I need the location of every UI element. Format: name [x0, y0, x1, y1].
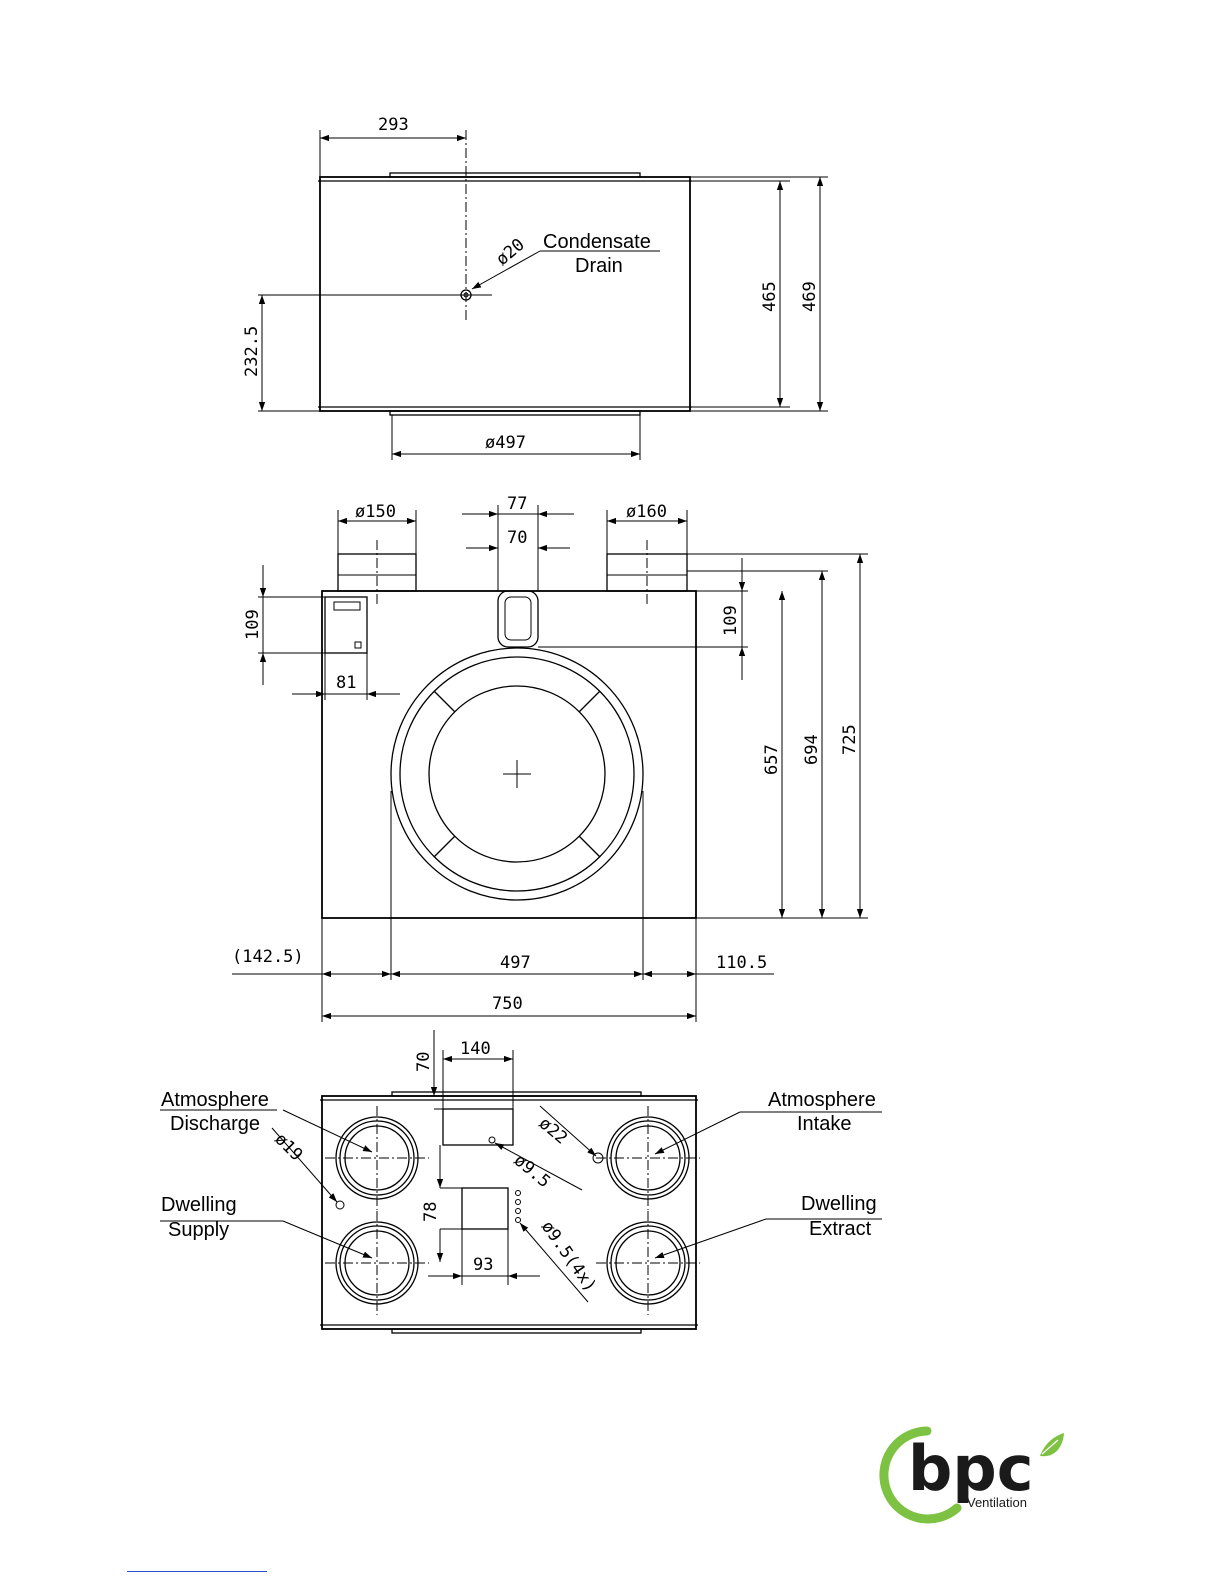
top-view-body — [320, 177, 690, 411]
dim-70-bottom: 70 — [414, 1052, 434, 1072]
front-handle — [498, 591, 538, 647]
dim-293: 293 — [378, 115, 409, 135]
dia-19: ø19 — [270, 1129, 306, 1165]
port-dwelling-supply — [325, 1211, 429, 1315]
dim-142-5: (142.5) — [232, 947, 304, 967]
hole-19 — [336, 1201, 344, 1209]
label-atmosphere-discharge-1: Atmosphere — [161, 1089, 269, 1111]
top-ring-bottom — [390, 411, 640, 415]
label-dwelling-supply-2: Supply — [168, 1219, 229, 1241]
label-atmosphere-intake-1: Atmosphere — [768, 1089, 876, 1111]
dim-109-left: 109 — [243, 609, 263, 640]
condensate-drain — [258, 130, 660, 320]
label-dwelling-supply-1: Dwelling — [161, 1194, 237, 1216]
dim-725: 725 — [840, 724, 860, 755]
heat-exchanger-ring — [391, 648, 643, 900]
dim-657: 657 — [762, 744, 782, 775]
front-view: ø150 ø160 77 70 109 81 109 — [232, 494, 868, 1022]
top-view: 293 232.5 465 469 ø497 ø20 Condensate Dr… — [242, 115, 828, 460]
drain-dia-20: ø20 — [492, 235, 528, 270]
dia-9-5-4x: ø9.5(4x) — [537, 1217, 600, 1296]
dim-spigot-160: ø160 — [626, 502, 667, 522]
label-atmosphere-intake-2: Intake — [797, 1113, 851, 1135]
label-drain: Drain — [575, 255, 623, 277]
dia-22: ø22 — [535, 1114, 571, 1149]
bottom-view: 70 140 78 93 ø22 ø9.5 ø9.5(4x) ø19 — [160, 1030, 882, 1333]
bpc-ventilation-logo: bpc Ventilation — [884, 1431, 1064, 1519]
dim-ring-497: ø497 — [485, 433, 526, 453]
footer-link-underline — [127, 1571, 267, 1572]
control-box — [325, 597, 367, 653]
dim-77: 77 — [507, 494, 527, 514]
label-atmosphere-discharge-2: Discharge — [170, 1113, 260, 1135]
logo-sub: Ventilation — [967, 1495, 1027, 1510]
dim-232-5: 232.5 — [242, 326, 262, 377]
dim-140: 140 — [460, 1039, 491, 1059]
dim-78: 78 — [421, 1202, 441, 1222]
dim-497-front: 497 — [500, 953, 531, 973]
dim-spigot-150: ø150 — [355, 502, 396, 522]
cable-holes — [516, 1191, 521, 1223]
label-dwelling-extract-2: Extract — [809, 1218, 872, 1240]
port-atmosphere-intake — [596, 1106, 700, 1210]
dim-70-handle: 70 — [507, 528, 527, 548]
bottom-plate-upper — [443, 1109, 513, 1145]
dim-93: 93 — [473, 1255, 493, 1275]
dim-110-5: 110.5 — [716, 953, 767, 973]
dim-465: 465 — [760, 281, 780, 312]
port-atmosphere-discharge — [325, 1106, 429, 1210]
dim-750: 750 — [492, 994, 523, 1014]
dia-9-5: ø9.5 — [510, 1151, 554, 1193]
dim-81: 81 — [336, 673, 356, 693]
dim-469: 469 — [800, 281, 820, 312]
label-dwelling-extract-1: Dwelling — [801, 1193, 877, 1215]
dim-694: 694 — [802, 734, 822, 765]
bottom-plate-lower — [462, 1188, 508, 1229]
port-dwelling-extract — [596, 1211, 700, 1315]
label-condensate: Condensate — [543, 231, 651, 253]
dim-109-right: 109 — [721, 605, 741, 636]
top-ring-top — [390, 173, 640, 177]
